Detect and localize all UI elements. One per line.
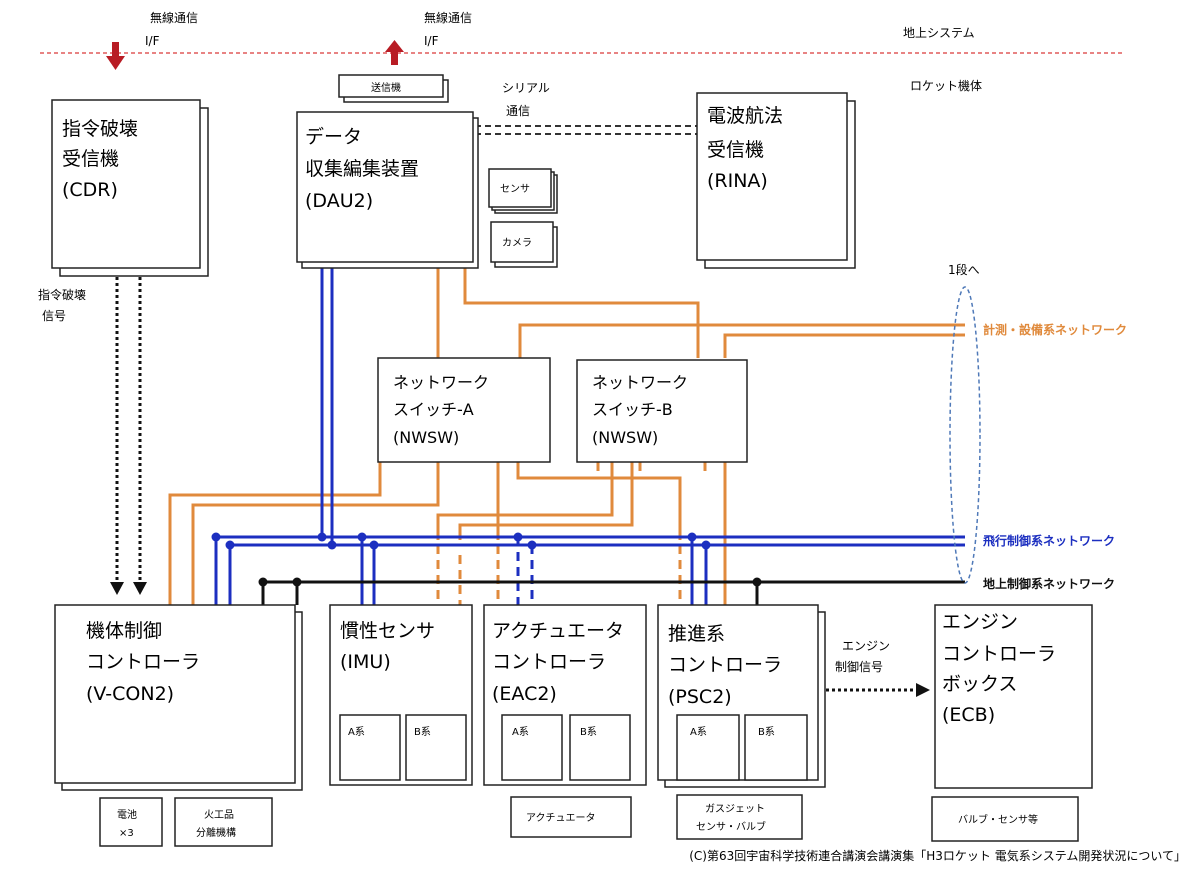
nwsw-b-label-1: ネットワーク	[592, 373, 688, 392]
nwsw-b-label-2: スイッチ-B	[592, 400, 673, 419]
eac-b-sys-box[interactable]	[569, 714, 631, 781]
rina-label-3: (RINA)	[707, 170, 768, 192]
eac-a-sys-label: A系	[512, 726, 529, 738]
battery-box[interactable]	[99, 797, 163, 847]
imu-b-sys-box[interactable]	[405, 714, 467, 781]
psc-label-2: コントローラ	[668, 654, 782, 676]
ecb-label-4: (ECB)	[942, 704, 995, 726]
nwsw-b-label-3: (NWSW)	[592, 428, 658, 447]
imu-a-sys-label: A系	[348, 726, 365, 738]
engine-signal-arrow	[826, 683, 930, 697]
measurement-network-lines	[168, 265, 965, 605]
cdr-box[interactable]	[51, 99, 209, 277]
ecb-label-3: ボックス	[942, 673, 1017, 695]
vcon-label-1: 機体制御	[86, 620, 162, 642]
rocket-body-label: ロケット機体	[910, 78, 982, 93]
battery-label-1: 電池	[117, 808, 137, 821]
flight-control-network-label: 飛行制御系ネットワーク	[982, 533, 1115, 548]
to-stage1-label: 1段へ	[948, 262, 980, 277]
vcon-label-2: コントローラ	[86, 651, 200, 673]
nwsw-a-label-1: ネットワーク	[393, 373, 489, 392]
cdr-label-1: 指令破壊	[62, 118, 138, 140]
camera-box[interactable]	[490, 221, 558, 268]
gasjet-label-2: センサ・バルブ	[696, 820, 766, 833]
down-arrow-icon	[106, 42, 125, 70]
imu-label-2: (IMU)	[340, 651, 391, 673]
serial-link	[475, 125, 697, 135]
battery-label-2: ×3	[119, 828, 134, 839]
rina-label-1: 電波航法	[707, 105, 783, 127]
engine-signal-label-1: エンジン	[842, 639, 890, 653]
valve-sensor-label: バルブ・センサ等	[958, 813, 1038, 826]
flight-control-network-lines	[211, 265, 965, 605]
up-arrow-icon	[385, 40, 404, 65]
pyro-label-2: 分離機構	[196, 826, 236, 839]
sensor-box[interactable]	[488, 168, 558, 214]
actuator-box[interactable]	[510, 796, 632, 838]
eac-b-sys-label: B系	[580, 726, 597, 738]
dau-label-3: (DAU2)	[305, 190, 373, 212]
serial-label-2: 通信	[506, 104, 530, 118]
ground-control-network-label: 地上制御系ネットワーク	[983, 576, 1115, 591]
stage1-bundle-ellipse	[949, 286, 981, 584]
footer-credit: (C)第63回宇宙科学技術連合講演会講演集「H3ロケット 電気系システム開発状況…	[689, 848, 1186, 863]
sensor-label: センサ	[500, 183, 530, 195]
psc-label-3: (PSC2)	[668, 686, 732, 708]
dau-label-1: データ	[305, 126, 362, 148]
eac-a-sys-box[interactable]	[501, 714, 563, 781]
wireless-if-left-2: I/F	[145, 34, 160, 48]
destruct-signal-label-2: 信号	[42, 309, 66, 323]
psc-a-sys-box[interactable]	[676, 714, 740, 781]
valve-sensor-box[interactable]	[931, 796, 1079, 842]
vcon-box[interactable]	[54, 604, 303, 791]
nwsw-a-label-2: スイッチ-A	[393, 400, 474, 419]
cdr-label-3: (CDR)	[62, 179, 118, 201]
dau-box[interactable]	[296, 111, 479, 269]
pyro-label-1: 火工品	[204, 809, 234, 821]
destruct-signal-label-1: 指令破壊	[38, 287, 86, 302]
cdr-label-2: 受信機	[62, 148, 119, 170]
transmitter-label: 送信機	[371, 81, 401, 94]
psc-b-sys-box[interactable]	[744, 714, 808, 781]
ecb-label-1: エンジン	[942, 611, 1018, 633]
psc-b-sys-label: B系	[758, 726, 775, 738]
serial-label-1: シリアル	[502, 81, 550, 95]
eac-label-3: (EAC2)	[492, 683, 557, 705]
wireless-if-right-1: 無線通信	[424, 10, 472, 25]
transmitter-box[interactable]	[338, 74, 449, 103]
wireless-if-right-2: I/F	[424, 34, 439, 48]
gasjet-label-1: ガスジェット	[705, 803, 765, 815]
ecb-label-2: コントローラ	[942, 643, 1056, 665]
engine-signal-label-2: 制御信号	[835, 659, 883, 674]
ecb-box[interactable]	[934, 604, 1093, 789]
imu-b-sys-label: B系	[414, 726, 431, 738]
nwsw-a-box[interactable]	[377, 357, 551, 463]
actuator-label: アクチュエータ	[526, 812, 596, 824]
nwsw-b-box[interactable]	[576, 359, 748, 463]
measurement-network-label: 計測・設備系ネットワーク	[983, 322, 1127, 337]
vcon-label-3: (V-CON2)	[86, 683, 174, 705]
pyro-box[interactable]	[174, 797, 273, 847]
eac-label-2: コントローラ	[492, 651, 606, 673]
rina-box[interactable]	[696, 92, 856, 269]
rina-label-2: 受信機	[707, 139, 764, 161]
ground-control-network-lines	[258, 577, 965, 605]
imu-label-1: 慣性センサ	[340, 620, 435, 642]
destruct-signal-arrows	[110, 277, 147, 595]
eac-label-1: アクチュエータ	[492, 620, 624, 642]
dau-label-2: 収集編集装置	[305, 158, 419, 180]
ground-system-label: 地上システム	[903, 26, 975, 40]
wireless-if-left-1: 無線通信	[150, 10, 198, 25]
nwsw-a-label-3: (NWSW)	[393, 428, 459, 447]
camera-label: カメラ	[502, 237, 532, 249]
imu-a-sys-box[interactable]	[339, 714, 401, 781]
psc-label-1: 推進系	[668, 623, 725, 645]
gasjet-box[interactable]	[676, 794, 803, 840]
psc-a-sys-label: A系	[690, 726, 707, 738]
